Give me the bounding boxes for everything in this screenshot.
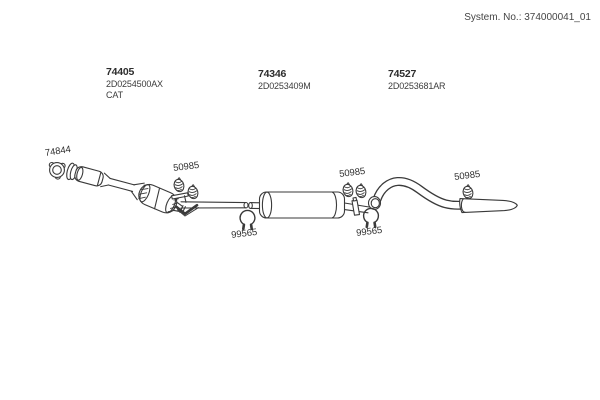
part-number: 74405 bbox=[106, 66, 135, 78]
clamp-icon bbox=[461, 184, 475, 201]
part-number: 74527 bbox=[388, 68, 417, 80]
system-number: System. No.: 374000041_01 bbox=[464, 12, 591, 23]
oem-code: 2D0254500AX bbox=[106, 79, 163, 89]
muffler-drawing bbox=[248, 191, 370, 219]
oem-code: 2D0253681AR bbox=[388, 81, 446, 91]
part-group-74405: 74405 2D0254500AX CAT bbox=[106, 66, 163, 101]
hanger-icon bbox=[238, 209, 257, 231]
catalytic-converter-drawing bbox=[130, 182, 186, 214]
clamp-icon bbox=[354, 183, 368, 200]
hanger-icon bbox=[362, 207, 380, 229]
clamp-icon bbox=[172, 177, 186, 194]
intermediate-pipe-drawing bbox=[180, 201, 249, 209]
flange-gasket-drawing bbox=[48, 161, 66, 180]
clamp-icon bbox=[186, 184, 200, 201]
oem-code: 2D0253409M bbox=[258, 81, 311, 91]
part-number: 74346 bbox=[258, 68, 287, 80]
part-group-74527: 74527 2D0253681AR bbox=[388, 68, 446, 92]
part-group-74346: 74346 2D0253409M bbox=[258, 68, 311, 92]
part-note: CAT bbox=[106, 90, 124, 100]
tailpipe-drawing bbox=[367, 176, 518, 214]
front-pipe-catalyst-drawing bbox=[66, 162, 186, 214]
